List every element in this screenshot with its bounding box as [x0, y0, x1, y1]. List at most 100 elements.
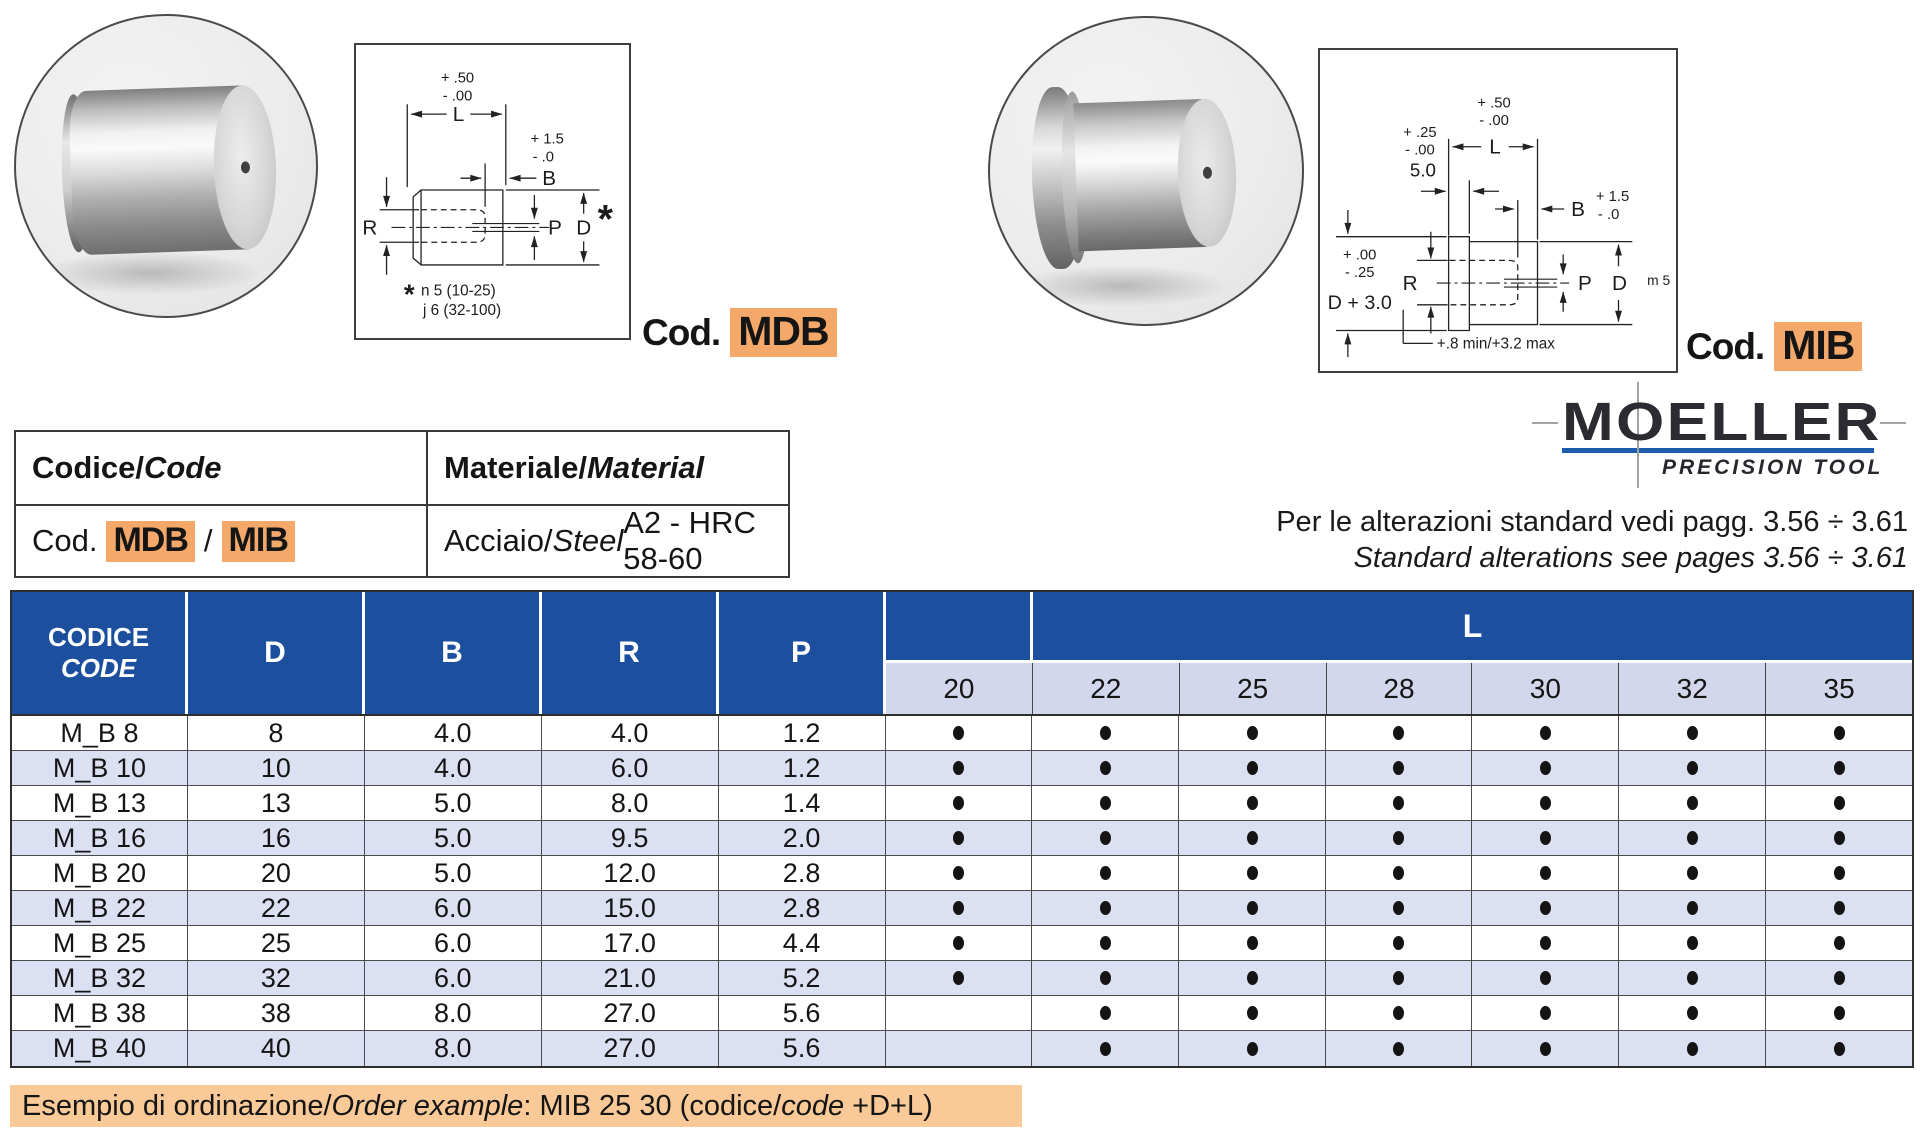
availability-cell	[1472, 996, 1620, 1031]
cod-prefix: Cod.	[642, 311, 721, 353]
availability-dot	[1539, 831, 1551, 845]
value-cell: 6.0	[364, 926, 542, 961]
availability-dot	[1539, 1041, 1551, 1056]
availability-dot	[1833, 761, 1845, 775]
material-en: Steel	[552, 523, 624, 558]
code-label-mdb: Cod. MDB	[642, 308, 837, 357]
availability-cell	[1619, 926, 1767, 961]
value-cell: 32	[187, 961, 365, 996]
availability-dot	[1393, 831, 1405, 845]
availability-cell	[1766, 856, 1912, 891]
mib-tol-b-minus: - .0	[1598, 207, 1619, 223]
availability-dot	[1686, 761, 1698, 775]
mib-drawing-svg: + .50 - .00 + .25 - .00 5.0 L B + 1.5 - …	[1328, 95, 1670, 358]
value-cell: 27.0	[541, 996, 719, 1031]
materiale-header-cell: Materiale/Material	[428, 432, 788, 504]
availability-cell	[885, 716, 1033, 751]
mdb-tol-l-plus: + .50	[441, 71, 474, 87]
materiale-value-cell: Acciaio/Steel A2 - HRC 58-60	[428, 505, 788, 576]
availability-dot	[1393, 1006, 1405, 1020]
availability-cell	[1766, 821, 1912, 856]
availability-dot	[952, 936, 964, 950]
info-table-header-row: Codice/Code Materiale/Material	[16, 432, 788, 504]
mib-dimension-lines	[1336, 138, 1633, 358]
mdb-dimension-lines	[379, 104, 600, 275]
l-value-header: 32	[1619, 663, 1767, 714]
header-col-b: B	[365, 592, 542, 714]
availability-dot	[1099, 761, 1111, 775]
availability-dot	[1539, 901, 1551, 915]
availability-cell	[1179, 716, 1327, 751]
value-cell: 2.0	[718, 821, 886, 856]
availability-cell	[1179, 786, 1327, 821]
header-col-l: L	[1033, 592, 1912, 660]
availability-dot	[1833, 971, 1845, 985]
mdb-dim-l: L	[453, 103, 465, 126]
material-it: Acciaio/	[444, 523, 553, 558]
l-value-header: 20	[886, 663, 1033, 714]
availability-dot	[1833, 936, 1845, 950]
mib-dim-5: 5.0	[1410, 159, 1436, 180]
value-cell: 5.0	[364, 856, 542, 891]
availability-dot	[1393, 1041, 1405, 1056]
mdb-tol-l-minus: - .00	[443, 88, 473, 104]
availability-dot	[952, 761, 964, 775]
value-cell: 4.0	[364, 716, 542, 751]
value-cell: 20	[187, 856, 365, 891]
code-cell: M_B 40	[12, 1031, 188, 1066]
value-cell: 8.0	[364, 1031, 542, 1066]
empty-availability-cell	[885, 1031, 1033, 1066]
availability-dot	[1099, 726, 1111, 740]
availability-dot	[1393, 761, 1405, 775]
availability-dot	[1099, 1006, 1111, 1020]
mdb-tol-b-plus: + 1.5	[531, 132, 564, 148]
availability-cell	[1326, 716, 1473, 751]
availability-dot	[1246, 831, 1258, 845]
cod-prefix: Cod.	[32, 523, 98, 558]
value-cell: 8.0	[541, 786, 719, 821]
availability-cell	[1326, 891, 1473, 926]
availability-dot	[1246, 761, 1258, 775]
mib-dim-p: P	[1578, 272, 1592, 295]
availability-dot	[1686, 971, 1698, 985]
alterations-line-it: Per le alterazioni standard vedi pagg. 3…	[1276, 506, 1908, 538]
availability-cell	[1619, 786, 1767, 821]
availability-dot	[1539, 866, 1551, 880]
availability-cell	[1032, 1031, 1180, 1066]
availability-cell	[1472, 856, 1620, 891]
value-cell: 12.0	[541, 856, 719, 891]
l-value-header: 35	[1766, 663, 1913, 714]
mib-dim-l: L	[1489, 136, 1501, 159]
logo-subtitle: PRECISION TOOL	[1662, 456, 1884, 479]
value-cell: 10	[187, 751, 365, 786]
value-cell: 6.0	[364, 891, 542, 926]
mib-tol-flange-minus: - .25	[1345, 265, 1375, 281]
availability-dot	[1246, 796, 1258, 810]
flanged-cylinder-part	[1028, 80, 1259, 270]
availability-dot	[1833, 866, 1845, 880]
availability-dot	[1246, 971, 1258, 985]
availability-cell	[1179, 856, 1327, 891]
availability-dot	[1833, 901, 1845, 915]
value-cell: 22	[187, 891, 365, 926]
availability-dot	[1246, 726, 1258, 740]
mib-dim-flange: D + 3.0	[1328, 292, 1392, 314]
value-cell: 13	[187, 786, 365, 821]
availability-cell	[1032, 961, 1180, 996]
value-cell: 5.0	[364, 821, 542, 856]
availability-cell	[885, 786, 1033, 821]
l-value-header: 30	[1472, 663, 1620, 714]
value-cell: 15.0	[541, 891, 719, 926]
code-cell: M_B 25	[12, 926, 188, 961]
availability-dot	[1539, 796, 1551, 810]
code-cell: M_B 20	[12, 856, 188, 891]
availability-dot	[952, 971, 964, 985]
value-cell: 5.6	[718, 996, 886, 1031]
mdb-dim-d: D	[576, 216, 591, 239]
